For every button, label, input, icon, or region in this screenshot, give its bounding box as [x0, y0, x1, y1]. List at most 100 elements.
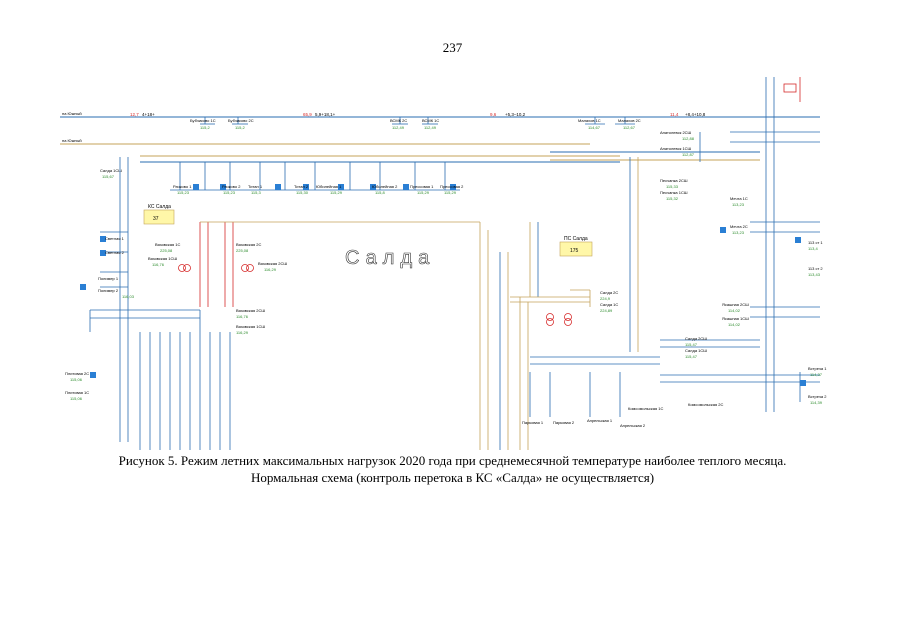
- station-voltage: 112,49: [392, 125, 405, 130]
- station-label: Полимер 1: [98, 276, 119, 281]
- station-voltage: 112,49: [424, 125, 437, 130]
- station-label: Песчанка 2СШ: [660, 178, 688, 183]
- station-label: Комсомольская 2С: [688, 402, 723, 407]
- station-label: Апрельская 1: [587, 418, 613, 423]
- station-voltage: 115,06: [70, 377, 83, 382]
- station-label: Парковая 2: [553, 420, 575, 425]
- station-voltage: 115,67: [102, 174, 115, 179]
- station-voltage: 115,29: [444, 190, 457, 195]
- station-voltage: 113,43: [808, 272, 821, 277]
- station-label: Салда 1СШ: [100, 168, 122, 173]
- station-voltage: 115,8: [375, 190, 385, 195]
- vyazovskaya-yellow: [200, 221, 489, 450]
- station-label: Юбилейная 2: [372, 184, 398, 189]
- station-label: Титан 1: [248, 184, 263, 189]
- station-voltage: 225,08: [236, 248, 249, 253]
- station-voltage: 114,37: [810, 372, 823, 377]
- station-label: Бубчиково 2С: [228, 118, 254, 123]
- flow-label: 65,9: [303, 112, 312, 117]
- station-voltage: 114,02: [728, 308, 741, 313]
- station-voltage: 113,23: [732, 202, 745, 207]
- station-label: Встреча 1: [808, 366, 827, 371]
- station-label: Плитовая 2С: [65, 371, 89, 376]
- station-label: Прессовая 2: [440, 184, 464, 189]
- station-label: 113 ст 2: [808, 266, 823, 271]
- station-label: Парковая 1: [522, 420, 544, 425]
- right-nodes: [720, 227, 806, 386]
- salda-transformer: [546, 313, 572, 326]
- flow-label: +5,3–10,2: [505, 112, 526, 117]
- station-voltage: 116,76: [152, 262, 165, 267]
- station-label: Ясашная 2СШ: [722, 302, 749, 307]
- station-label: Песчанка 1СШ: [660, 190, 688, 195]
- station-voltage: 224,9: [600, 296, 611, 301]
- station-voltage: 115,3: [251, 190, 261, 195]
- station-voltage: 115,06: [70, 396, 83, 401]
- flow-label: 5,9+18,1+: [315, 112, 336, 117]
- station-voltage: 114,39: [810, 400, 823, 405]
- left-nodes: [80, 236, 106, 378]
- station-label: Салда 1СШ: [685, 348, 707, 353]
- lower-left-feeders: [139, 332, 231, 450]
- station-voltage: 113,4: [808, 246, 818, 251]
- caption-line-2: Нормальная схема (контроль перетока в КС…: [250, 470, 655, 485]
- station-label: Титан 2: [294, 184, 309, 189]
- station-label: Полимер 2: [98, 288, 119, 293]
- station-label: Вязовская 1С: [155, 242, 180, 247]
- station-voltage: 115,29: [417, 190, 430, 195]
- station-label: Малахов 1С: [578, 118, 601, 123]
- station-label: Комсомольская 1С: [628, 406, 663, 411]
- flow-label: 11,4: [670, 112, 679, 117]
- station-label: 113 ст 1: [808, 240, 823, 245]
- station-label: Рачково 1: [173, 184, 192, 189]
- station-voltage: 115,47: [685, 354, 698, 359]
- row-nodes: [193, 184, 456, 190]
- station-voltage: 225,08: [160, 248, 173, 253]
- station-label: Вязовская 2СШ: [236, 308, 265, 313]
- station-label: Мечта 2С: [730, 224, 748, 229]
- station-voltage: 112,88: [682, 136, 695, 141]
- row-substations: [170, 162, 460, 191]
- station-voltage: 116,03: [122, 294, 135, 299]
- station-label: Встреча 2: [808, 394, 827, 399]
- station-label: ВСМК 1С: [422, 118, 439, 123]
- station-voltage: 115,29: [330, 190, 343, 195]
- station-voltage: 113,23: [732, 230, 745, 235]
- station-label: Светлая 1: [105, 236, 125, 241]
- station-label: Юбилейная 1: [316, 184, 342, 189]
- ps-salda-label: ПС Салда: [564, 236, 588, 242]
- station-voltage: 116,76: [236, 314, 249, 319]
- station-label: Прессовая 1: [410, 184, 434, 189]
- station-label: ВСМК 2С: [390, 118, 407, 123]
- station-label: Вязовская 1СШ: [148, 256, 177, 261]
- station-label: Апрельская 2: [620, 423, 646, 428]
- central-lines: [499, 157, 639, 450]
- station-voltage: 115,33: [666, 184, 679, 189]
- station-label: Светлая 2: [105, 250, 125, 255]
- station-voltage: 115,2: [235, 125, 245, 130]
- top-substations: [200, 117, 635, 125]
- station-voltage: 115,2: [200, 125, 210, 130]
- station-label: Плитовая 1С: [65, 390, 89, 395]
- station-voltage: 115,23: [223, 190, 236, 195]
- station-label: Рачково 2: [222, 184, 241, 189]
- station-voltage: 112,67: [623, 125, 636, 130]
- station-label: Малахов 2С: [618, 118, 641, 123]
- station-label: Анатолевск 2СШ: [660, 130, 692, 135]
- flow-label: 12,7: [130, 112, 139, 117]
- ps-salda: ПС Салда 175: [559, 236, 593, 257]
- station-label: Салда 2СШ: [685, 336, 707, 341]
- station-voltage: 115,32: [666, 196, 679, 201]
- line-label-1: на Южный: [62, 111, 82, 116]
- station-voltage: 115,23: [177, 190, 190, 195]
- right-network: [699, 77, 820, 412]
- station-voltage: 116,29: [236, 330, 249, 335]
- ks-salda-value: 37: [153, 216, 159, 222]
- ps-salda-value: 175: [570, 248, 579, 254]
- station-label: Вязовская 2СШ: [258, 261, 287, 266]
- station-label: Ясашная 1СШ: [722, 316, 749, 321]
- figure-caption: Рисунок 5. Режим летних максимальных наг…: [40, 452, 865, 486]
- page-number: 237: [442, 40, 463, 55]
- station-label: Вязовская 1СШ: [236, 324, 265, 329]
- station-label: Бубчиково 1С: [190, 118, 216, 123]
